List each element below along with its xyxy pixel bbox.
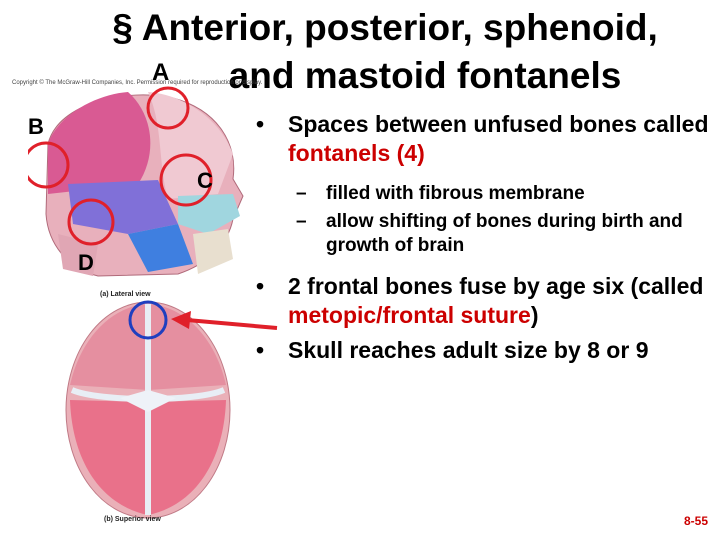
bullet-fontanels: •Spaces between unfused bones called fon… — [256, 111, 709, 166]
sub-bullet-shifting: –allow shifting of bones during birth an… — [296, 211, 683, 256]
fontanel-c-circle — [159, 153, 213, 207]
label-a: A — [152, 59, 170, 86]
anterior-fontanel-circle — [128, 300, 168, 340]
sub-bullet-text: filled with fibrous membrane — [326, 183, 585, 204]
bullet-list: •Spaces between unfused bones called fon… — [252, 110, 712, 365]
pointer-arrow — [171, 311, 278, 330]
sub-bullet-membrane: –filled with fibrous membrane — [296, 183, 585, 204]
fontanel-a-circle — [146, 86, 190, 130]
title-line-1: § Anterior, posterior, sphenoid, — [112, 7, 658, 48]
copyright-notice: Copyright © The McGraw-Hill Companies, I… — [12, 80, 263, 86]
lateral-view-caption: (a) Lateral view — [100, 291, 151, 298]
highlight-term: metopic/frontal suture — [288, 302, 531, 328]
superior-view-caption: (b) Superior view — [104, 516, 161, 523]
title-line-2: and mastoid fontanels — [228, 55, 622, 96]
fontanel-b-circle — [28, 141, 70, 189]
superior-skull-figure — [65, 300, 231, 519]
bullet-text: 2 frontal bones fuse by age six (called — [288, 273, 704, 299]
bullet-text: ) — [530, 302, 539, 328]
label-c: C — [197, 168, 213, 193]
bullet-frontal-bones: •2 frontal bones fuse by age six (called… — [256, 273, 704, 328]
sub-bullet-text: allow shifting of bones during birth and… — [326, 211, 683, 256]
label-d: D — [78, 250, 94, 275]
highlight-term: fontanels (4) — [288, 140, 425, 166]
bullet-text: Spaces between unfused bones called — [288, 111, 709, 137]
page-number: 8-55 — [683, 514, 708, 528]
lateral-skull-figure — [28, 86, 244, 277]
fontanel-d-circle — [67, 198, 115, 246]
label-b: B — [28, 114, 44, 139]
slide-title: § Anterior, posterior, sphenoid, and mas… — [60, 4, 710, 100]
bullet-text: Skull reaches adult size by 8 or 9 — [288, 337, 649, 363]
bullet-adult-size: •Skull reaches adult size by 8 or 9 — [256, 337, 649, 363]
